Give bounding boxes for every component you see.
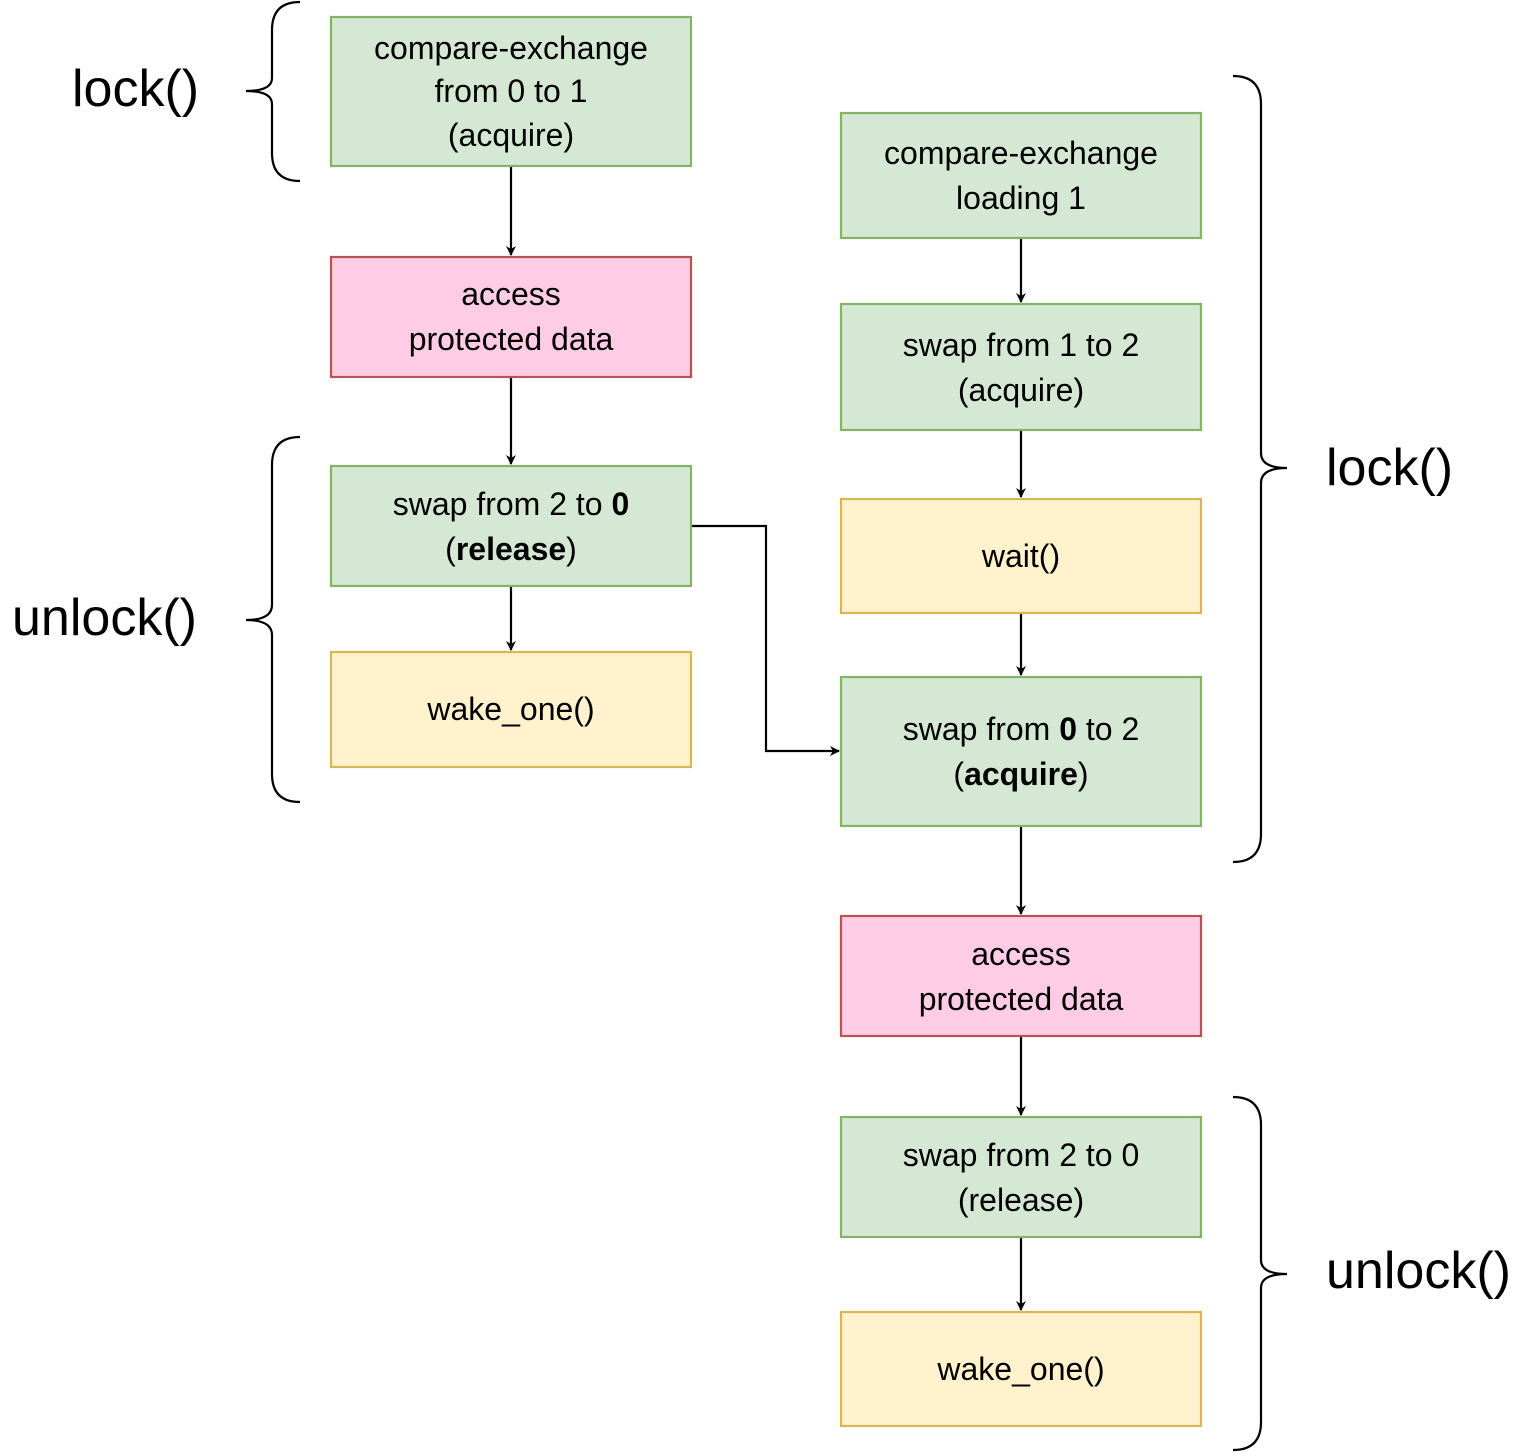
right-cmpxchg-box: compare-exchange loading 1 [839, 111, 1203, 240]
left-unlock-label: unlock() [12, 589, 197, 647]
left-cmpxchg-box: compare-exchange from 0 to 1 (acquire) [329, 15, 693, 168]
svg-text:wake_one(): wake_one() [936, 1351, 1104, 1387]
svg-text:access: access [971, 936, 1071, 972]
right-unlock-brace [1232, 1095, 1288, 1452]
right-wait-box: wait() [839, 497, 1203, 615]
svg-text:(acquire): (acquire) [448, 117, 574, 153]
right-swap0-box: swap from 0 to 2 (acquire) [839, 675, 1203, 828]
svg-text:swap from 2 to 0: swap from 2 to 0 [903, 1137, 1140, 1173]
right-wake-box: wake_one() [839, 1310, 1203, 1428]
svg-text:compare-exchange: compare-exchange [884, 135, 1158, 171]
svg-text:loading 1: loading 1 [956, 180, 1086, 216]
left-lock-brace [245, 0, 301, 183]
svg-text:swap from 1 to 2: swap from 1 to 2 [903, 327, 1140, 363]
svg-text:access: access [461, 276, 561, 312]
svg-text:wake_one(): wake_one() [426, 691, 594, 727]
left-access-box: access protected data [329, 255, 693, 379]
svg-text:(release): (release) [445, 531, 577, 567]
right-swap1-box: swap from 1 to 2 (acquire) [839, 302, 1203, 432]
right-release-box: swap from 2 to 0 (release) [839, 1115, 1203, 1239]
svg-text:(acquire): (acquire) [953, 756, 1088, 792]
svg-text:swap from 0 to 2: swap from 0 to 2 [903, 711, 1140, 747]
svg-text:from 0 to 1: from 0 to 1 [435, 73, 588, 109]
svg-text:wait(): wait() [981, 538, 1060, 574]
svg-text:(acquire): (acquire) [958, 372, 1084, 408]
left-unlock-brace [245, 435, 301, 804]
left-wake-box: wake_one() [329, 650, 693, 769]
right-lock-brace [1232, 74, 1288, 864]
svg-text:(release): (release) [958, 1182, 1084, 1218]
right-lock-label: lock() [1326, 439, 1453, 497]
release-to-acquire-arrow [692, 524, 840, 756]
svg-text:compare-exchange: compare-exchange [374, 30, 648, 66]
right-access-box: access protected data [839, 914, 1203, 1038]
left-swap-release-box: swap from 2 to 0 (release) [329, 464, 693, 588]
svg-text:protected data: protected data [409, 321, 614, 357]
svg-text:protected data: protected data [919, 981, 1124, 1017]
svg-text:swap from 2 to 0: swap from 2 to 0 [393, 486, 630, 522]
right-unlock-label: unlock() [1326, 1242, 1511, 1300]
left-lock-label: lock() [72, 60, 199, 118]
